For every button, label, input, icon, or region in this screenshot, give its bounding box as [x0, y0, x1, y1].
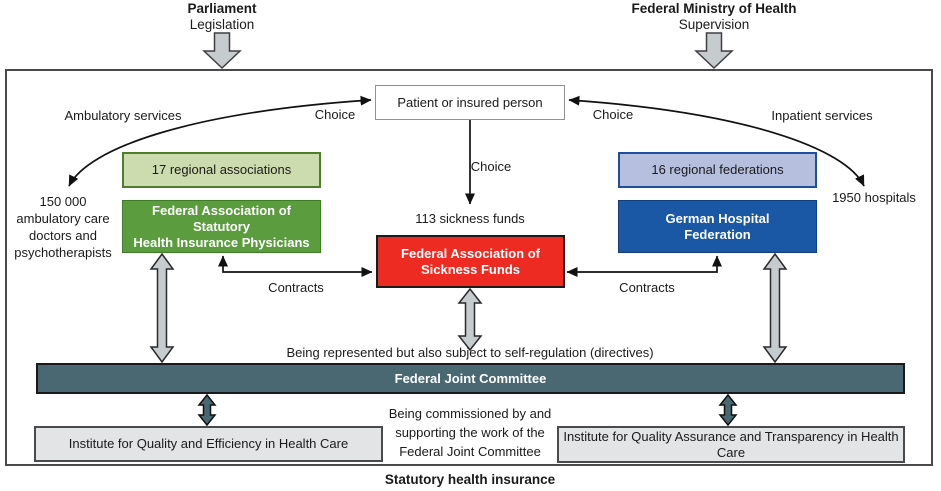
- commissioning-label: Being commissioned by and supporting the…: [388, 406, 552, 459]
- system-boundary-frame: [5, 69, 933, 466]
- ministry-arrow-icon: [694, 32, 734, 70]
- parliament-subtitle: Legislation: [189, 17, 255, 32]
- choice-right-label: Choice: [592, 107, 634, 122]
- ministry-header: Federal Ministry of Health Supervision: [574, 1, 854, 33]
- regional-associations-box: 17 regional associations: [122, 152, 321, 188]
- contracts-left-label: Contracts: [268, 280, 324, 295]
- sickness-funds-count-label: 113 sickness funds: [415, 211, 525, 226]
- physicians-association-box: Federal Association of Statutory Health …: [122, 200, 321, 253]
- parliament-title: Parliament: [187, 1, 257, 16]
- ministry-title: Federal Ministry of Health: [631, 1, 797, 16]
- choice-left-label: Choice: [314, 107, 356, 122]
- parliament-arrow-icon: [202, 32, 242, 70]
- choice-center-label: Choice: [470, 159, 512, 174]
- sickness-funds-association-box: Federal Association of Sickness Funds: [376, 235, 565, 288]
- hospitals-count-label: 1950 hospitals: [832, 190, 916, 205]
- parliament-header: Parliament Legislation: [82, 1, 362, 33]
- contracts-right-label: Contracts: [619, 280, 675, 295]
- regional-federations-box: 16 regional federations: [618, 152, 817, 188]
- ministry-subtitle: Supervision: [678, 17, 750, 32]
- federal-joint-committee-bar: Federal Joint Committee: [36, 363, 905, 394]
- institute-quality-efficiency-box: Institute for Quality and Efficiency in …: [34, 426, 383, 462]
- ambulatory-providers-count-label: 150 000 ambulatory care doctors and psyc…: [14, 194, 112, 260]
- ambulatory-services-label: Ambulatory services: [64, 108, 182, 123]
- inpatient-services-label: Inpatient services: [771, 108, 873, 123]
- patient-box: Patient or insured person: [375, 85, 565, 120]
- self-regulation-label: Being represented but also subject to se…: [286, 345, 654, 360]
- statutory-health-insurance-caption: Statutory health insurance: [384, 472, 556, 487]
- hospital-federation-box: German Hospital Federation: [618, 200, 817, 253]
- institute-quality-transparency-box: Institute for Quality Assurance and Tran…: [557, 426, 905, 463]
